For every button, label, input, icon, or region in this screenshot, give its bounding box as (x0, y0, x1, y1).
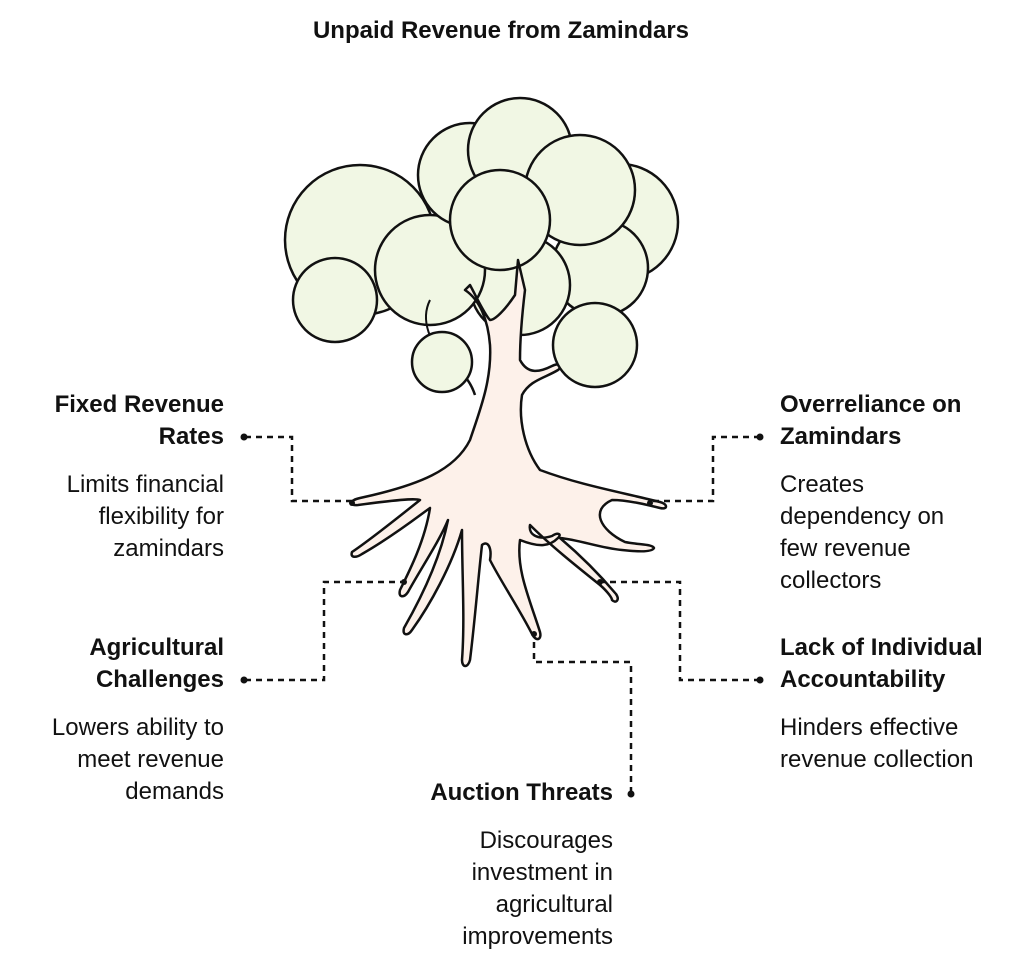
callout-lack-of-individual-accountability: Lack of Individual Accountability Hinder… (780, 632, 1015, 776)
callout-desc-line: meet revenue (77, 746, 224, 773)
callout-desc-line: collectors (780, 567, 882, 594)
tree-foliage (283, 96, 680, 344)
callout-title-line: Challenges (95, 666, 224, 693)
callout-auction-threats: Auction Threats Discourages investment i… (373, 777, 613, 953)
callout-title-line: Rates (158, 423, 224, 450)
callout-desc-line: Lowers ability to (51, 714, 224, 741)
callout-desc-line: dependency on (780, 503, 945, 530)
callout-title-line: Zamindars (780, 423, 902, 450)
tree-foliage-small (410, 301, 639, 394)
connectors (245, 435, 760, 793)
callout-title-line: Lack of Individual (780, 634, 983, 661)
callout-desc-line: Creates (780, 471, 865, 498)
canopy-blob (291, 256, 379, 344)
connector-endpoint (756, 433, 764, 441)
connector-agricultural-challenges (245, 580, 402, 682)
root-tip-dot (647, 500, 653, 506)
callout-desc-line: flexibility for (98, 503, 224, 530)
callout-title-line: Auction Threats (430, 779, 613, 806)
diagram-title: Unpaid Revenue from Zamindars (312, 17, 690, 44)
callout-desc-line: revenue collection (780, 746, 974, 773)
callout-title: Fixed Revenue Rates (0, 389, 224, 453)
connector-fixed-revenue-rates (245, 435, 352, 503)
callout-desc-line: demands (125, 778, 224, 805)
connector-auction-threats (532, 636, 633, 793)
callout-desc-line: Hinders effective (780, 714, 959, 741)
callout-overreliance-on-zamindars: Overreliance on Zamindars Creates depend… (780, 389, 1015, 597)
connector-lack-of-individual-accountability (600, 580, 760, 682)
connector-endpoint (240, 676, 248, 684)
callout-description: Discourages investment in agricultural i… (373, 825, 613, 953)
connector-endpoint (627, 790, 635, 798)
callout-desc-line: Discourages (479, 827, 613, 854)
canopy-blob (410, 330, 474, 394)
callout-desc-line: investment in (471, 859, 613, 886)
root-tip-dot (531, 631, 537, 637)
callout-desc-line: Limits financial (66, 471, 224, 498)
callout-desc-line: zamindars (113, 535, 224, 562)
callout-title: Overreliance on Zamindars (780, 389, 1015, 453)
callout-description: Hinders effective revenue collection (780, 712, 1015, 776)
callout-agricultural-challenges: Agricultural Challenges Lowers ability t… (0, 632, 224, 808)
callout-desc-line: improvements (462, 923, 613, 950)
callout-title-line: Overreliance on (780, 391, 962, 418)
callout-description: Lowers ability to meet revenue demands (0, 712, 224, 808)
callout-description: Creates dependency on few revenue collec… (780, 469, 1015, 597)
connector-overreliance-on-zamindars (650, 435, 760, 503)
callout-desc-line: agricultural (495, 891, 613, 918)
callout-title-line: Accountability (780, 666, 946, 693)
callout-title: Lack of Individual Accountability (780, 632, 1015, 696)
callout-title: Agricultural Challenges (0, 632, 224, 696)
callout-fixed-revenue-rates: Fixed Revenue Rates Limits financial fle… (0, 389, 224, 565)
canopy-blob (551, 301, 639, 389)
connector-endpoint (240, 433, 248, 441)
connector-endpoints (240, 433, 764, 798)
callout-desc-line: few revenue (780, 535, 911, 562)
canopy-blob (448, 168, 552, 272)
callout-title-line: Fixed Revenue (54, 391, 224, 418)
callout-title-line: Agricultural (89, 634, 224, 661)
callout-description: Limits financial flexibility for zaminda… (0, 469, 224, 565)
root-tip-dot (401, 579, 407, 585)
connector-endpoint (756, 676, 764, 684)
tree-trunk (350, 258, 668, 668)
callout-title: Auction Threats (373, 777, 613, 809)
